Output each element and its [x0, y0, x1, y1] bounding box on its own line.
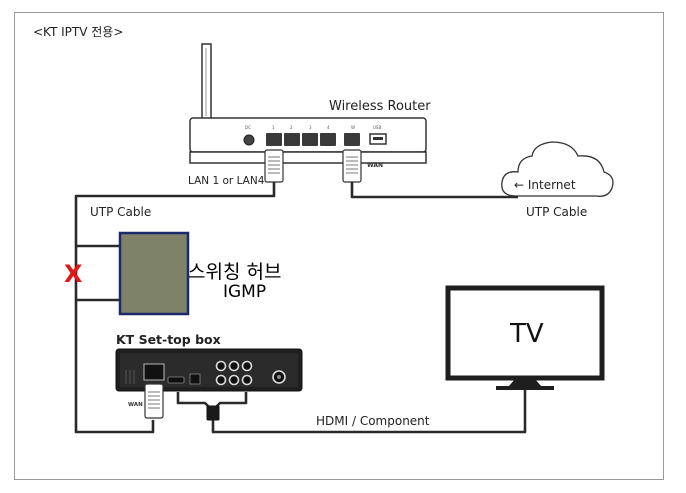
svg-text:3: 3 — [309, 125, 312, 130]
rj45-plug-icon — [144, 383, 164, 419]
diagram-title: <KT IPTV 전용> — [33, 25, 124, 39]
svg-text:2: 2 — [290, 125, 293, 130]
hdmi-split-left — [176, 392, 211, 409]
antenna-icon — [201, 43, 212, 121]
hub-feature-label: IGMP — [223, 282, 267, 302]
svg-text:1: 1 — [272, 125, 275, 130]
svg-text:4: 4 — [327, 125, 330, 130]
internet-label: ← Internet — [514, 178, 576, 192]
stb-label: KT Set-top box — [116, 332, 221, 347]
utp-cable-label-left: UTP Cable — [90, 205, 152, 219]
usb-port-icon — [369, 133, 387, 145]
switching-hub — [118, 231, 190, 316]
router-label: Wireless Router — [329, 99, 431, 114]
diagram-frame — [14, 12, 664, 480]
wireless-router: DC 1 2 3 4 W USB — [189, 117, 427, 164]
utp-cable-wan — [350, 182, 518, 199]
hdmi-plug-icon — [206, 405, 220, 421]
rj45-plug-icon — [342, 149, 362, 183]
rj45-plug-icon — [264, 149, 284, 183]
hdmi-split-right — [214, 392, 248, 409]
router-wan-label: WAN — [367, 162, 384, 169]
svg-text:W: W — [351, 125, 355, 130]
hdmi-label: HDMI / Component — [316, 414, 430, 428]
utp-cable-lan — [74, 182, 276, 434]
x-mark: X — [64, 260, 83, 288]
cable-lines — [74, 182, 527, 434]
tv-label: TV — [510, 319, 544, 349]
utp-cable-label-right: UTP Cable — [526, 205, 588, 219]
hdmi-cable — [211, 388, 527, 434]
stb-wan-label: WAN — [128, 402, 143, 408]
cloud-icon — [501, 141, 614, 197]
tv-icon — [445, 285, 605, 390]
lan-port-label: LAN 1 or LAN4 — [188, 175, 265, 187]
hub-name-label: 스위칭 허브 — [188, 261, 282, 283]
svg-text:DC: DC — [245, 125, 251, 130]
svg-text:USB: USB — [373, 125, 381, 130]
set-top-box — [115, 348, 303, 392]
